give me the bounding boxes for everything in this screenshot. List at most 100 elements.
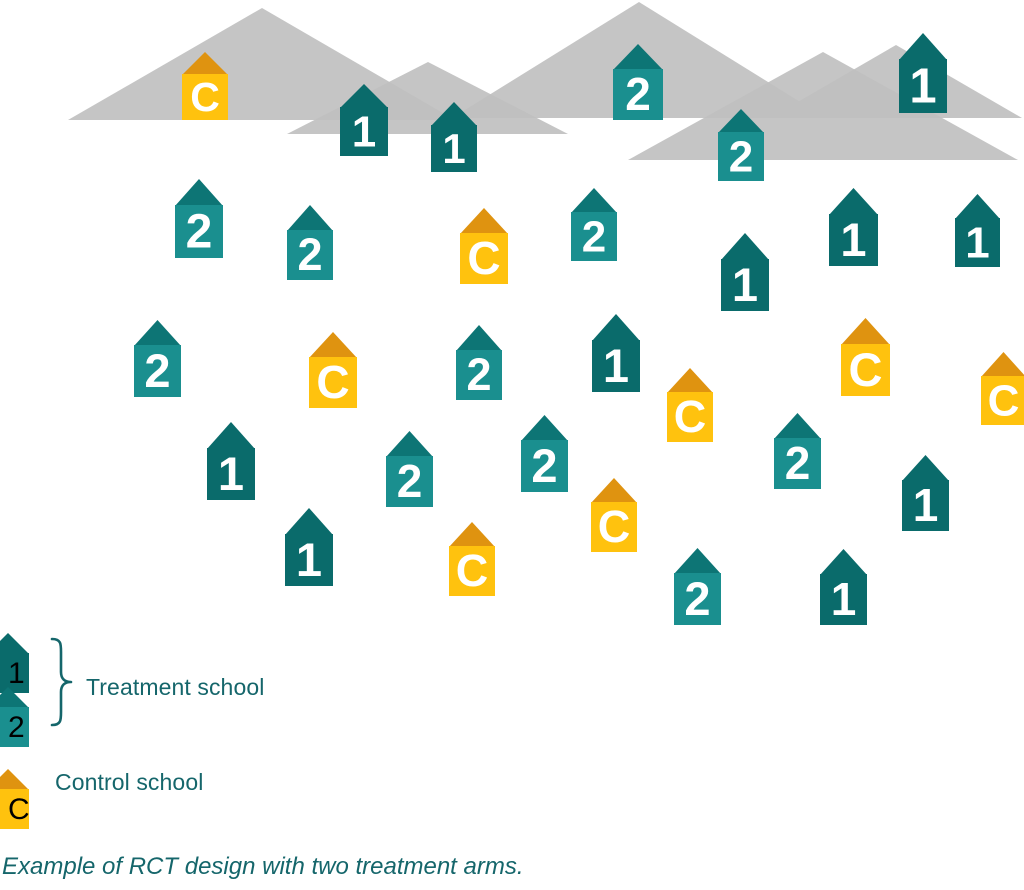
school-arm-glyph: 1 xyxy=(296,533,322,586)
school-arm-glyph: 1 xyxy=(831,573,857,625)
house-shape: 2 xyxy=(134,320,181,397)
house-body xyxy=(981,376,1024,425)
school-arm-glyph: C xyxy=(598,501,631,552)
school-arm-glyph: C xyxy=(988,376,1020,425)
school-arm-glyph: 1 xyxy=(965,218,989,267)
house-roof xyxy=(287,205,333,231)
school-marker-treatment-2: 2 xyxy=(718,109,764,181)
school-marker-control-c: C xyxy=(981,352,1024,425)
school-arm-glyph: 1 xyxy=(442,125,465,172)
house-body xyxy=(820,574,867,625)
house-shape: 1 xyxy=(721,233,769,311)
legend: 1 2 C xyxy=(0,628,520,829)
house-shape: C xyxy=(667,368,713,442)
house-body xyxy=(829,214,878,266)
school-arm-glyph: 2 xyxy=(144,344,170,397)
house-shape: C xyxy=(182,52,228,120)
house-body xyxy=(571,212,617,261)
house-shape: C xyxy=(841,318,890,396)
house-shape: 2 xyxy=(571,188,617,261)
house-body xyxy=(667,392,713,442)
house-roof xyxy=(774,413,821,439)
house-shape: C xyxy=(591,478,637,552)
school-marker-control-c: C xyxy=(182,52,228,120)
house-shape: C xyxy=(309,332,357,408)
house-body xyxy=(718,132,764,181)
school-arm-glyph: 1 xyxy=(218,447,244,500)
house-shape: 1 xyxy=(955,194,1000,267)
school-marker-treatment-1: 1 xyxy=(592,314,640,392)
legend-label-treatment: Treatment school xyxy=(86,674,265,700)
legend-glyph-2: 2 xyxy=(8,711,25,744)
school-marker-treatment-2: 2 xyxy=(134,320,181,397)
house-shape: 2 xyxy=(287,205,333,280)
legend-icon-control: C xyxy=(0,768,30,835)
house-shape: 1 xyxy=(431,102,477,172)
school-marker-treatment-2: 2 xyxy=(571,188,617,261)
school-marker-treatment-1: 1 xyxy=(820,549,867,625)
house-shape: 1 xyxy=(899,33,947,113)
house-body xyxy=(721,259,769,311)
school-marker-control-c: C xyxy=(460,208,508,284)
house-body xyxy=(613,69,663,120)
school-marker-treatment-1: 1 xyxy=(829,188,878,266)
house-shape: C xyxy=(981,352,1024,425)
house-roof xyxy=(613,44,663,70)
house-body xyxy=(955,218,1000,267)
school-marker-treatment-2: 2 xyxy=(456,325,502,400)
figure-caption: Example of RCT design with two treatment… xyxy=(2,853,524,880)
house-roof xyxy=(902,455,949,481)
house-shape: 2 xyxy=(774,413,821,489)
house-body xyxy=(592,340,640,392)
school-arm-glyph: 2 xyxy=(397,455,423,507)
house-body xyxy=(899,59,947,113)
house-roof xyxy=(820,549,867,575)
curly-brace-icon xyxy=(48,636,78,733)
house-body xyxy=(674,573,721,625)
school-marker-treatment-1: 1 xyxy=(431,102,477,172)
house-roof xyxy=(674,548,721,574)
school-arm-glyph: 2 xyxy=(582,212,606,261)
house-roof xyxy=(134,320,181,346)
school-arm-glyph: 2 xyxy=(186,206,213,259)
house-body xyxy=(460,233,508,284)
legend-glyph-c: C xyxy=(8,793,30,826)
house-shape: 1 xyxy=(902,455,949,531)
house-shape: C xyxy=(460,208,508,284)
house-roof xyxy=(955,194,1000,219)
school-arm-glyph: 2 xyxy=(531,439,557,492)
house-roof xyxy=(981,352,1024,377)
house-body xyxy=(456,350,502,400)
school-marker-treatment-1: 1 xyxy=(899,33,947,113)
house-body xyxy=(285,534,333,586)
house-body xyxy=(774,438,821,489)
school-arm-glyph: 1 xyxy=(603,339,629,392)
house-shape: 2 xyxy=(175,179,223,259)
house-body xyxy=(902,480,949,531)
school-marker-treatment-1: 1 xyxy=(207,422,255,500)
house-roof xyxy=(182,52,228,75)
house-body xyxy=(182,74,228,120)
house-roof xyxy=(829,188,878,215)
school-marker-treatment-1: 1 xyxy=(285,508,333,586)
school-arm-glyph: C xyxy=(316,356,349,408)
house-roof xyxy=(721,233,769,260)
house-shape: 1 xyxy=(829,188,878,266)
school-arm-glyph: C xyxy=(190,74,220,120)
school-marker-control-c: C xyxy=(667,368,713,442)
house-roof xyxy=(340,84,388,108)
house-roof xyxy=(456,325,502,351)
school-marker-treatment-2: 2 xyxy=(386,431,433,507)
school-marker-treatment-1: 1 xyxy=(902,455,949,531)
house-shape: 2 xyxy=(613,44,663,120)
house-roof xyxy=(667,368,713,393)
house-roof xyxy=(449,522,495,547)
house-shape: C xyxy=(449,522,495,596)
house-body xyxy=(591,502,637,552)
house-roof xyxy=(591,478,637,503)
school-marker-treatment-2: 2 xyxy=(613,44,663,120)
house-shape: 2 xyxy=(521,415,568,492)
mountain-range xyxy=(0,0,1024,190)
house-shape: 1 xyxy=(340,84,388,156)
school-marker-treatment-2: 2 xyxy=(674,548,721,625)
